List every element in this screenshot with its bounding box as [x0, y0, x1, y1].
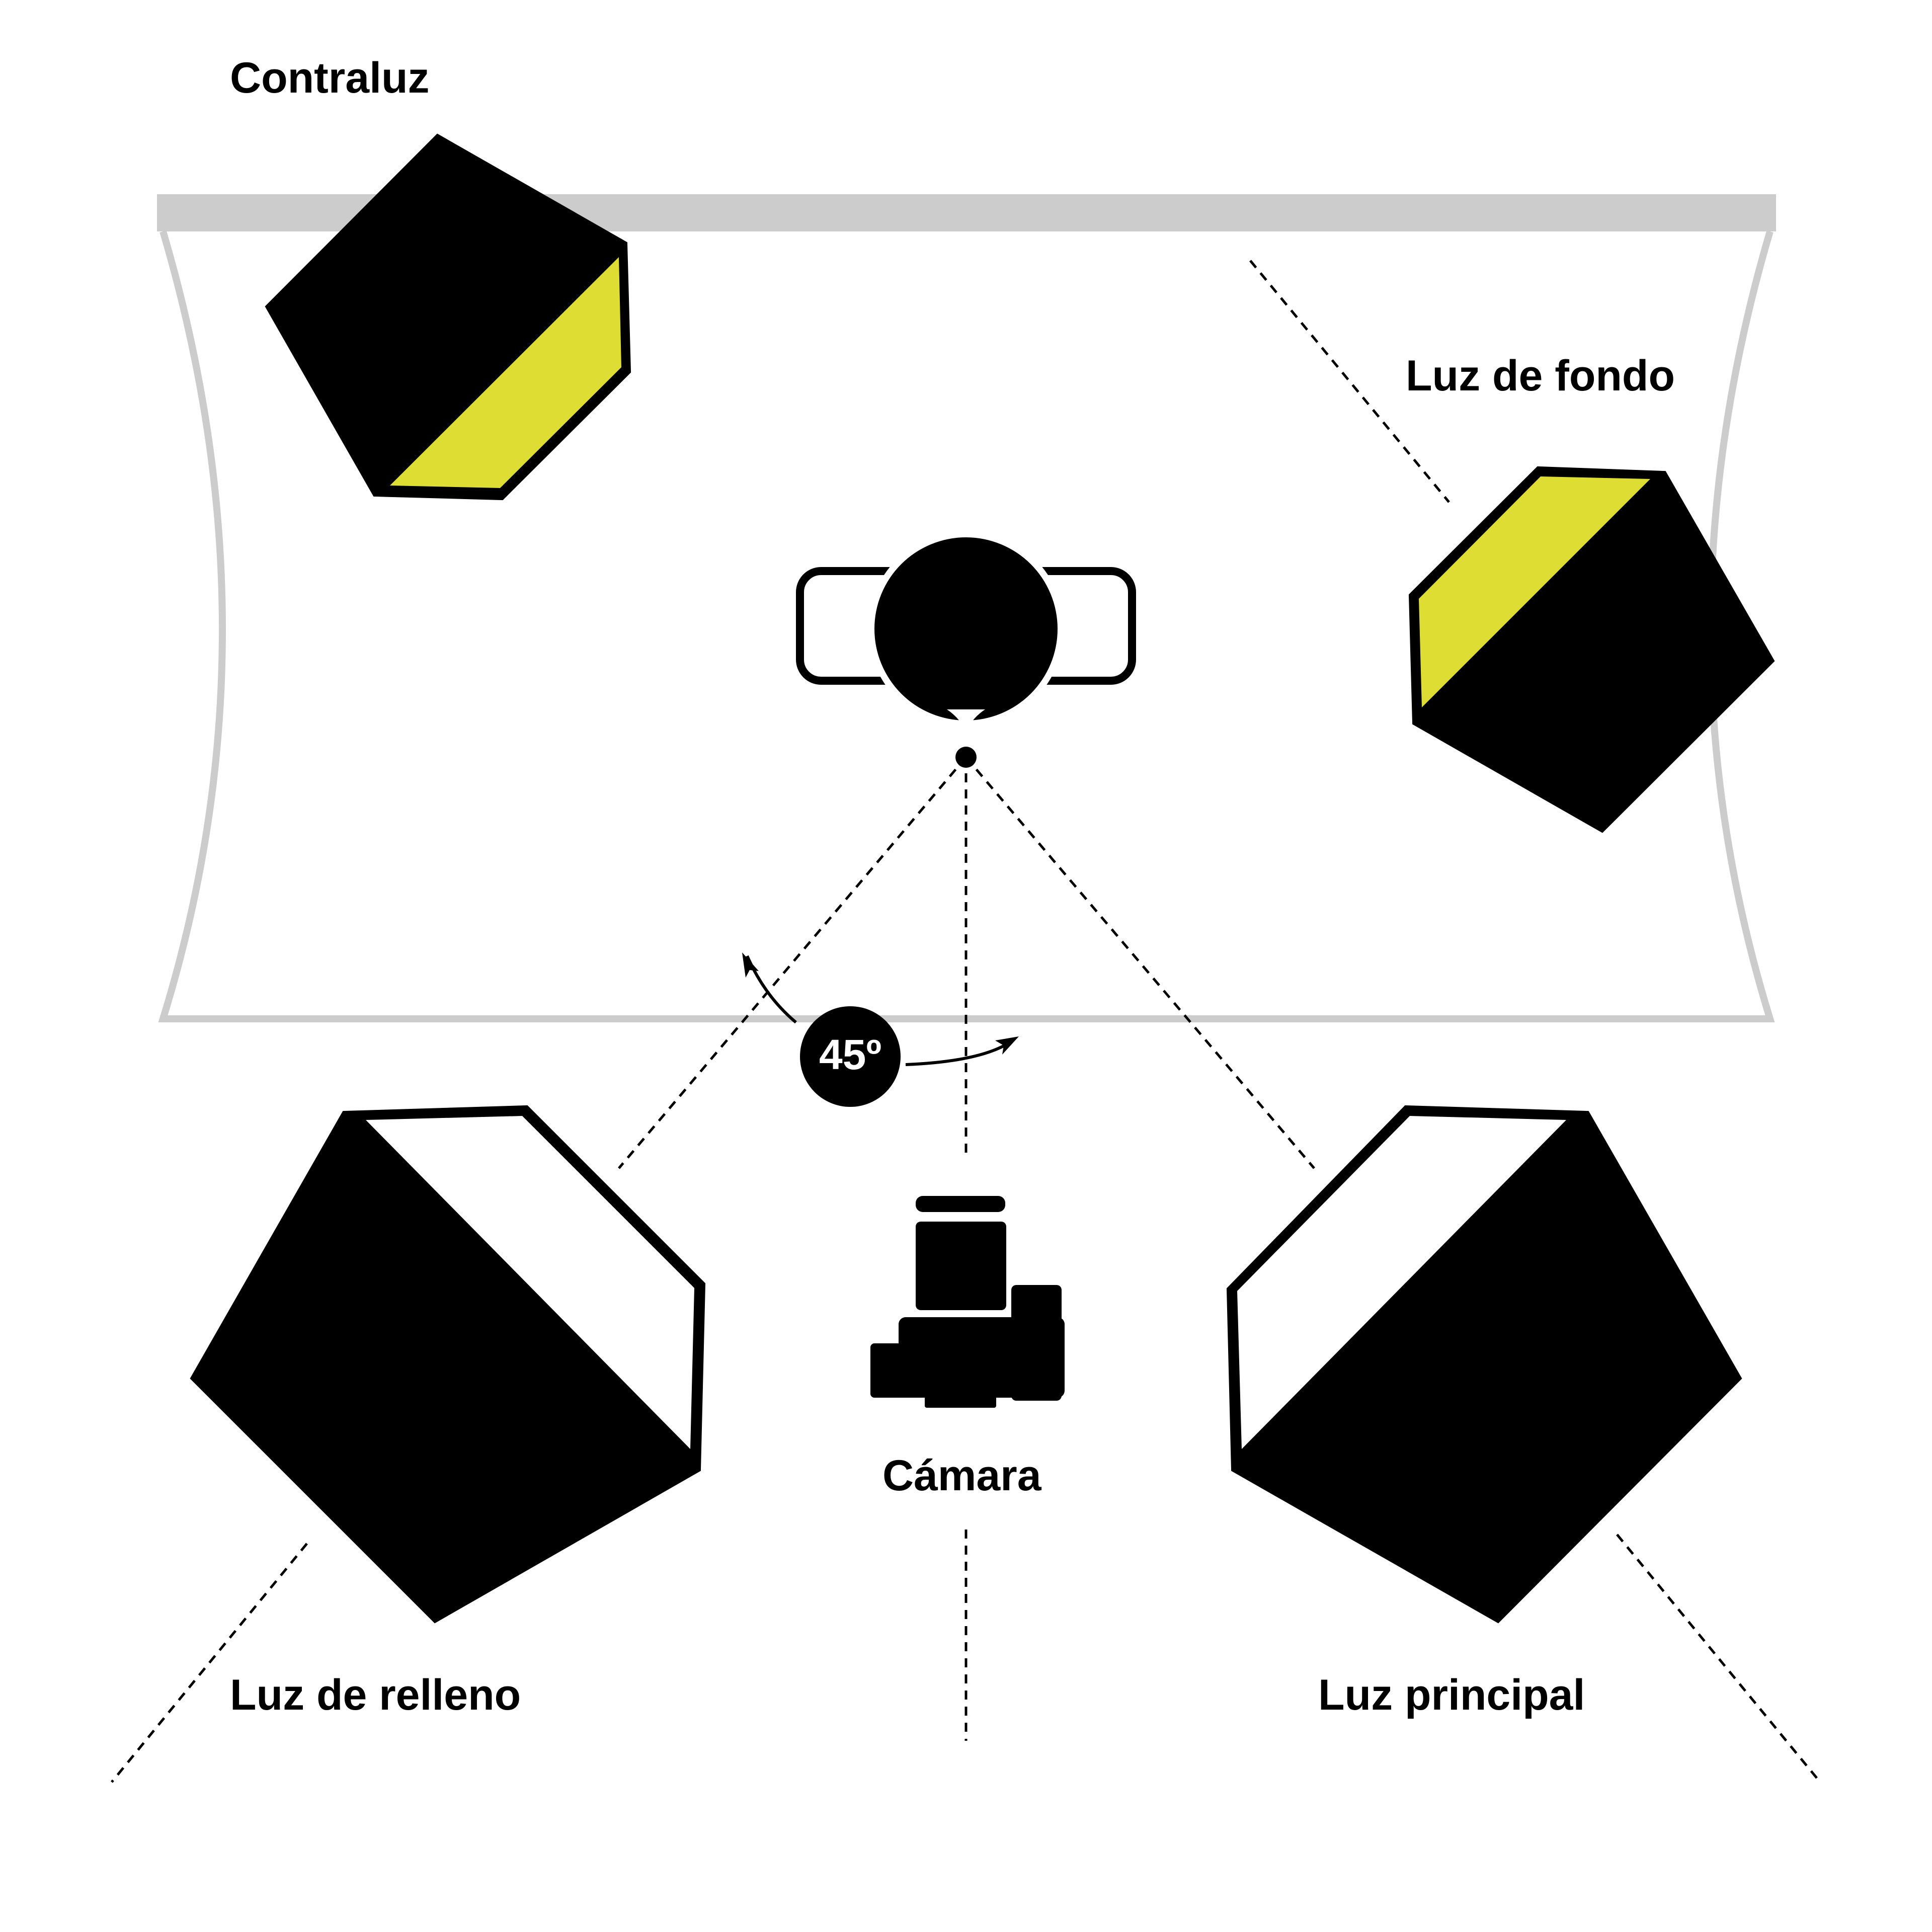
guide-line-key-to-subject: [965, 756, 1315, 1169]
guide-line-fill-light: [111, 1543, 308, 1783]
guide-lines: [111, 260, 1820, 1783]
guide-line-fill-to-subject: [618, 756, 967, 1169]
key-light-label: Luz principal: [1318, 1671, 1585, 1719]
guide-line-key-light: [1616, 1534, 1820, 1782]
camera-label: Cámara: [882, 1452, 1041, 1500]
angle-arrow-right: [905, 1040, 1012, 1066]
fill-light-label: Luz de relleno: [230, 1671, 521, 1719]
back-light-softbox-icon: [265, 133, 631, 501]
angle-label: 45º: [819, 1031, 882, 1078]
background-light-label: Luz de fondo: [1406, 352, 1675, 400]
background-light-diffuser: [1419, 476, 1650, 707]
guide-line-background-light: [1249, 260, 1450, 503]
background-light-softbox-icon: [1408, 466, 1775, 833]
fill-light-softbox-icon: [190, 1105, 706, 1624]
subject-person-top-view-icon: [796, 531, 1136, 768]
back-light-diffuser: [390, 257, 621, 488]
angle-badge: [800, 1006, 901, 1107]
camera-grip: [870, 1343, 911, 1398]
subject-head: [874, 537, 1058, 720]
angle-indicator: [742, 952, 1019, 1107]
key-light-diffuser: [1237, 1116, 1566, 1449]
fill-light-diffuser: [366, 1116, 694, 1449]
key-light-softbox-icon: [1226, 1105, 1742, 1624]
camera-icon: [870, 1196, 1065, 1408]
angle-arrowhead-left-icon: [742, 952, 759, 978]
subject-focus-point: [955, 747, 977, 768]
camera-base: [925, 1389, 996, 1408]
angle-arrowhead-right-icon: [995, 1036, 1019, 1055]
camera-top-bar: [916, 1196, 1005, 1212]
camera-body: [899, 1317, 1065, 1398]
back-light-label: Contraluz: [230, 54, 430, 102]
subject-nose-notch: [947, 709, 985, 731]
camera-lens-body: [916, 1222, 1006, 1310]
